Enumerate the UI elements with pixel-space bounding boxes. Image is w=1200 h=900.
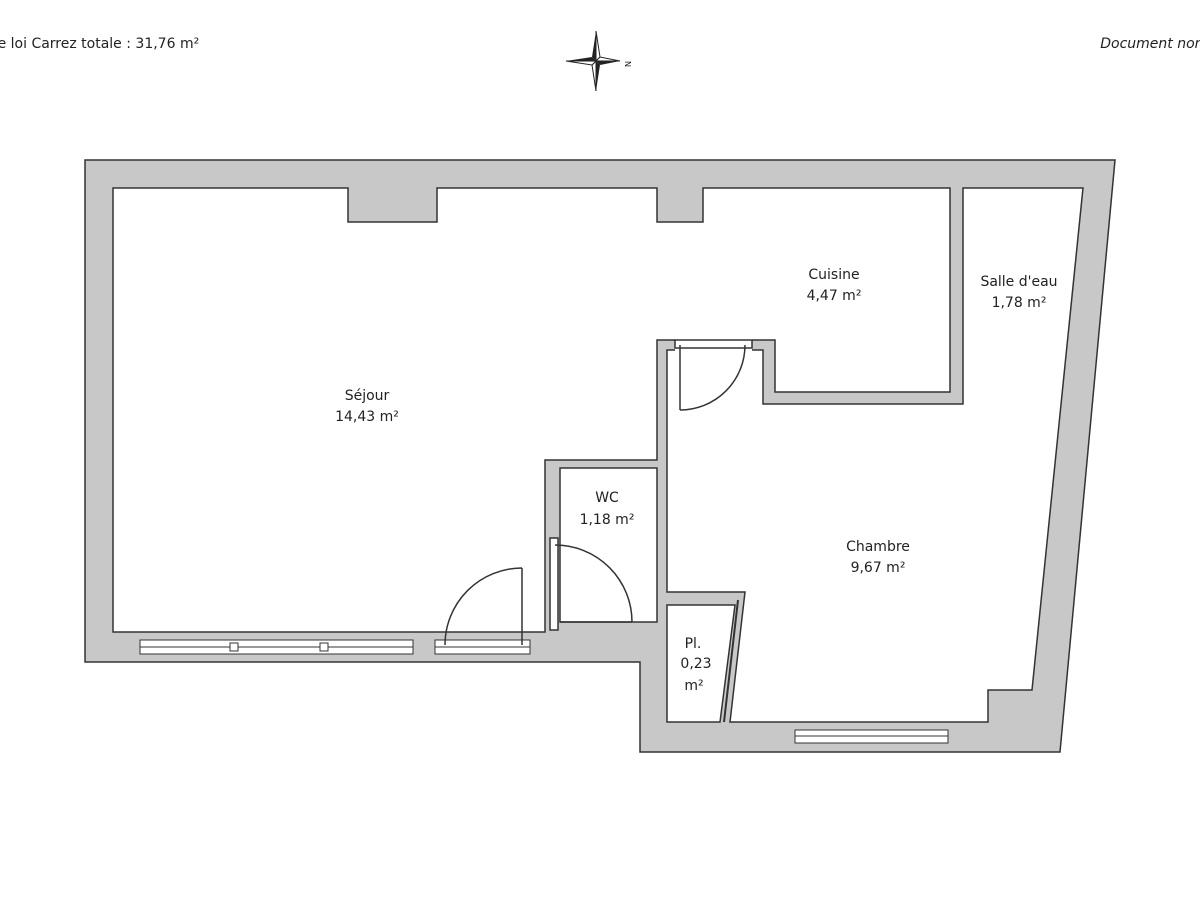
room-wc — [559, 467, 658, 623]
door-chambre[interactable] — [674, 339, 753, 411]
room-name-sejour: Séjour — [345, 388, 390, 404]
total-area-label: cie loi Carrez totale : 31,76 m² — [0, 36, 200, 52]
room-name-wc: WC — [595, 490, 619, 506]
room-area-cuisine: 4,47 m² — [807, 288, 862, 304]
door-entrance[interactable] — [444, 567, 523, 646]
north-label: N — [623, 61, 632, 67]
compass-rose-icon: N — [565, 30, 632, 92]
room-area-chambre: 9,67 m² — [851, 560, 906, 576]
room-area-salle-deau: 1,78 m² — [992, 295, 1047, 311]
room-sejour-cuisine — [112, 187, 951, 633]
room-placard — [666, 604, 736, 723]
room-name-placard: Pl. — [685, 636, 702, 652]
room-name-salle-deau: Salle d'eau — [980, 274, 1057, 290]
window-chambre — [794, 729, 949, 744]
door-wc[interactable] — [549, 537, 633, 631]
room-name-cuisine: Cuisine — [808, 267, 859, 283]
room-area-sejour: 14,43 m² — [335, 409, 399, 425]
window-sejour-1 — [139, 639, 414, 655]
room-area-wc: 1,18 m² — [580, 512, 635, 528]
window-sejour-2 — [434, 639, 531, 655]
room-name-chambre: Chambre — [846, 539, 910, 555]
room-area-placard: 0,23 — [680, 656, 711, 672]
room-unit-placard: m² — [684, 678, 703, 694]
room-chambre — [666, 187, 1084, 723]
disclaimer-label: Document non cor — [1100, 36, 1200, 52]
placard-sliding-door[interactable] — [723, 599, 739, 723]
